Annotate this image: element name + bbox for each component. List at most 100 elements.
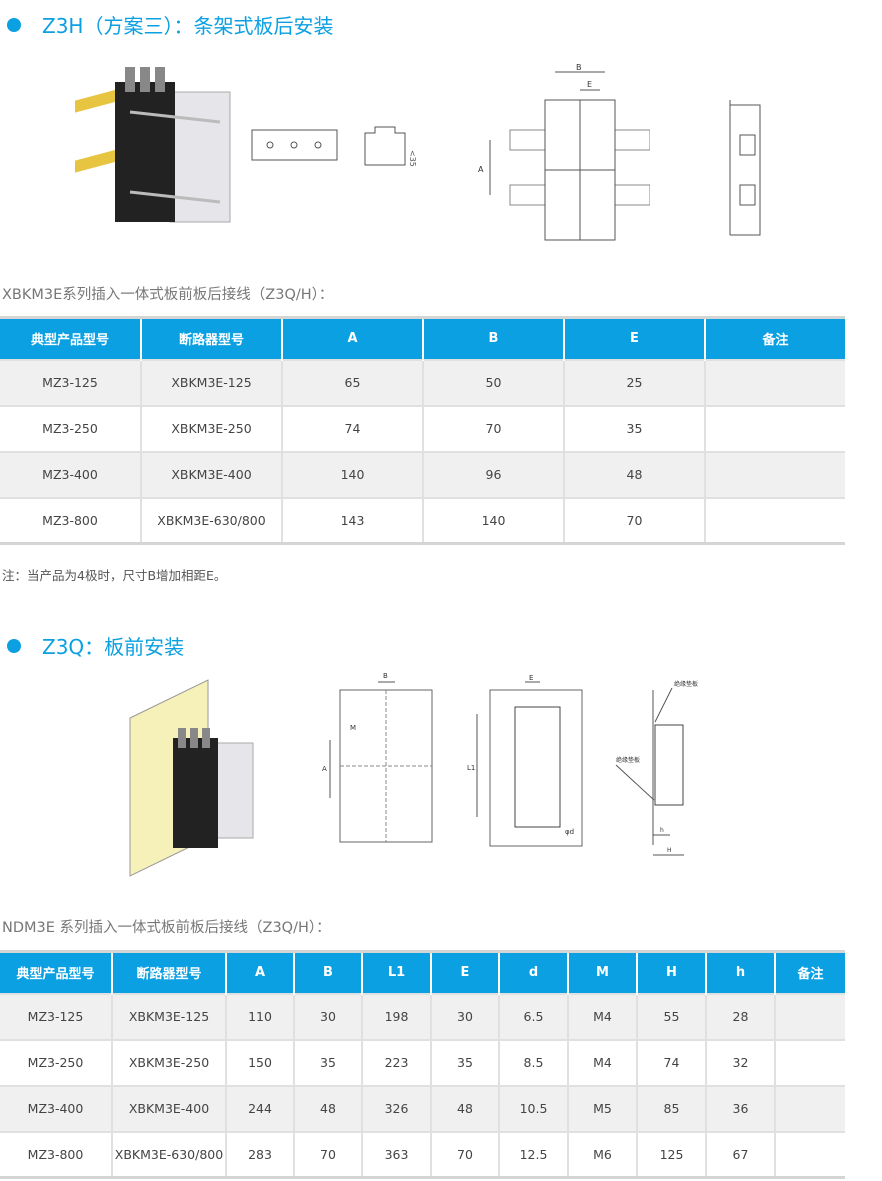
panel-mount-3d-illustration [129, 679, 254, 877]
cell: 36 [705, 1084, 775, 1132]
dim-label-a: A [322, 765, 327, 773]
cell: XBKM3E-125 [140, 358, 282, 406]
cell: 70 [430, 1130, 499, 1178]
cell: 110 [225, 992, 294, 1040]
cell [704, 358, 845, 406]
cell: M4 [567, 1038, 637, 1086]
cell [704, 404, 845, 452]
cell: MZ3-400 [0, 450, 141, 498]
table-z3q-dimensions: 典型产品型号 断路器型号 A B L1 E d M H h 备注 MZ3-125… [0, 950, 845, 1179]
dim-label-e: E [587, 80, 592, 89]
cell: 6.5 [498, 992, 568, 1040]
cell: MZ3-800 [0, 1130, 112, 1178]
cell: 74 [636, 1038, 706, 1086]
col-header: 典型产品型号 [0, 951, 112, 994]
cell: 48 [563, 450, 705, 498]
rail-front-view [251, 129, 338, 161]
col-header: E [563, 317, 705, 360]
bullet-icon [7, 638, 21, 653]
cell: 55 [636, 992, 706, 1040]
cell: 363 [361, 1130, 431, 1178]
cell: 150 [225, 1038, 294, 1086]
bullet-icon [7, 17, 21, 32]
col-header: L1 [361, 951, 431, 994]
col-header: 备注 [774, 951, 845, 994]
cell: MZ3-125 [0, 358, 141, 406]
cell: 70 [422, 404, 564, 452]
col-header: B [293, 951, 362, 994]
insulation-pad-label: 绝缘垫板 [674, 680, 698, 688]
cell [774, 1130, 845, 1178]
cell: XBKM3E-400 [111, 1084, 226, 1132]
cell: XBKM3E-125 [111, 992, 226, 1040]
dim-label-l1: L1 [467, 764, 475, 772]
cell: 223 [361, 1038, 431, 1086]
col-header: 断路器型号 [111, 951, 226, 994]
cell: MZ3-250 [0, 404, 141, 452]
col-header: A [281, 317, 423, 360]
cell: 8.5 [498, 1038, 568, 1086]
cell: 35 [430, 1038, 499, 1086]
cell: 28 [705, 992, 775, 1040]
dim-label-m: M [350, 724, 356, 732]
section-title: Z3H（方案三）：条架式板后安装 [42, 14, 334, 38]
dim-label-e: E [529, 674, 533, 682]
cell: MZ3-250 [0, 1038, 112, 1086]
col-header: B [422, 317, 564, 360]
cell: XBKM3E-630/800 [140, 496, 282, 544]
cell: 10.5 [498, 1084, 568, 1132]
rail-mount-dimension-drawing: B E A [478, 63, 650, 241]
col-header: H [636, 951, 706, 994]
cell: 35 [563, 404, 705, 452]
table-header-row: 典型产品型号 断路器型号 A B E 备注 [0, 317, 845, 360]
dim-label-a: A [478, 165, 484, 174]
cell: 198 [361, 992, 431, 1040]
cell: 74 [281, 404, 423, 452]
cell: XBKM3E-630/800 [111, 1130, 226, 1178]
cell: 30 [293, 992, 362, 1040]
breaker-3d-illustration [75, 67, 231, 223]
cell: 244 [225, 1084, 294, 1132]
front-mount-dimension-drawing: E L1 φd [467, 674, 583, 847]
table2-caption: NDM3E 系列插入一体式板前板后接线（Z3Q/H）： [2, 920, 331, 936]
cell [774, 992, 845, 1040]
cell: 48 [293, 1084, 362, 1132]
dim-label-b: B [576, 63, 582, 72]
cell: 85 [636, 1084, 706, 1132]
dim-label-h-small: h [660, 827, 664, 834]
cell: 30 [430, 992, 499, 1040]
cell: MZ3-125 [0, 992, 112, 1040]
cell: 70 [563, 496, 705, 544]
cell: 12.5 [498, 1130, 568, 1178]
cell: 65 [281, 358, 423, 406]
insulation-pad-label: 绝缘垫板 [616, 756, 640, 764]
col-header: A [225, 951, 294, 994]
side-mount-dimension-drawing: 绝缘垫板 绝缘垫板 h H [615, 680, 698, 856]
cell [774, 1038, 845, 1086]
dim-label-d: φd [565, 828, 574, 836]
cell: M5 [567, 1084, 637, 1132]
cell: 125 [636, 1130, 706, 1178]
cell: 326 [361, 1084, 431, 1132]
section-heading-z3h: Z3H（方案三）：条架式板后安装 [0, 10, 333, 39]
rail-side-view [729, 100, 761, 236]
dim-label-h: H [667, 847, 672, 854]
cell: 67 [705, 1130, 775, 1178]
col-header: E [430, 951, 499, 994]
table1-caption: XBKM3E系列插入一体式板前板后接线（Z3Q/H）： [2, 287, 334, 303]
cell: XBKM3E-250 [140, 404, 282, 452]
table-header-row: 典型产品型号 断路器型号 A B L1 E d M H h 备注 [0, 951, 845, 994]
cell: 48 [430, 1084, 499, 1132]
col-header: d [498, 951, 568, 994]
cell: MZ3-800 [0, 496, 141, 544]
col-header: 典型产品型号 [0, 317, 141, 360]
dim-label: <35 [408, 150, 417, 167]
cell [704, 496, 845, 544]
